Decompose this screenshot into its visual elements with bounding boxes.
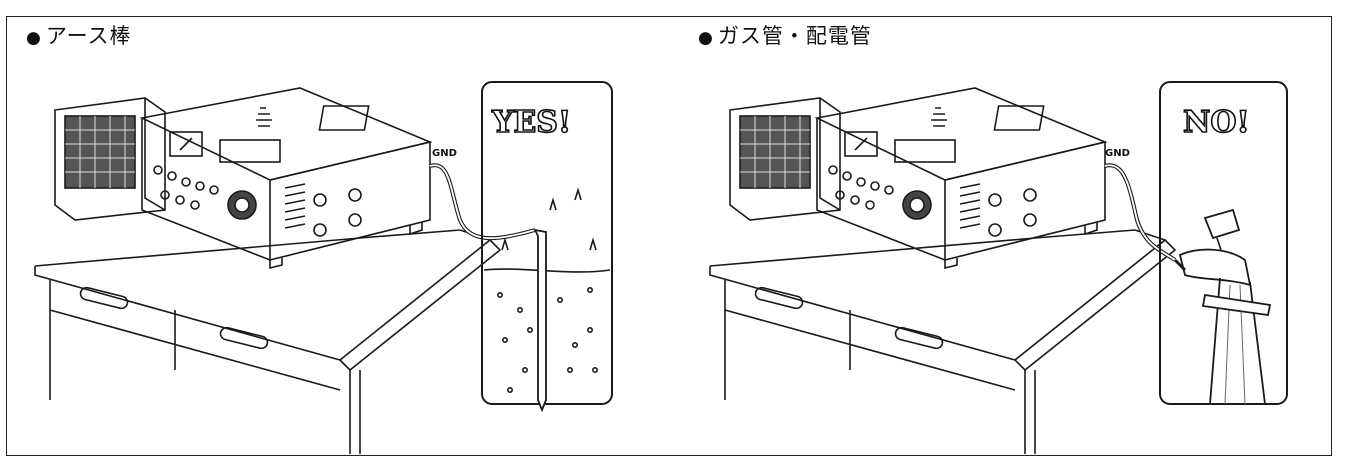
left-title: アース棒 <box>45 24 132 48</box>
desk-illustration <box>34 229 502 454</box>
speaker-illustration <box>729 97 841 221</box>
speaker-illustration <box>54 97 166 221</box>
bullet-icon: ● <box>698 28 714 48</box>
ground-rod-scene: YES! <box>481 81 613 413</box>
figure-frame <box>6 16 1332 456</box>
yes-sign-text: YES! <box>491 105 571 140</box>
right-heading: ●ガス管・配電管 <box>698 20 872 50</box>
ground-wire <box>1104 163 1177 262</box>
right-title: ガス管・配電管 <box>717 24 872 48</box>
bullet-icon: ● <box>26 28 42 48</box>
left-heading: ●アース棒 <box>26 20 132 50</box>
gas-pipe-illustration: GND NO! <box>705 70 1305 455</box>
ground-rod-illustration: GND YES! <box>30 70 630 455</box>
desk-illustration <box>709 229 1177 454</box>
transceiver-illustration <box>139 87 433 270</box>
gnd-label: GND <box>432 148 457 159</box>
no-sign-text: NO! <box>1183 105 1250 140</box>
transceiver-illustration <box>814 87 1108 270</box>
gas-pipe-scene: NO! <box>1159 81 1288 405</box>
gnd-label: GND <box>1105 148 1130 159</box>
